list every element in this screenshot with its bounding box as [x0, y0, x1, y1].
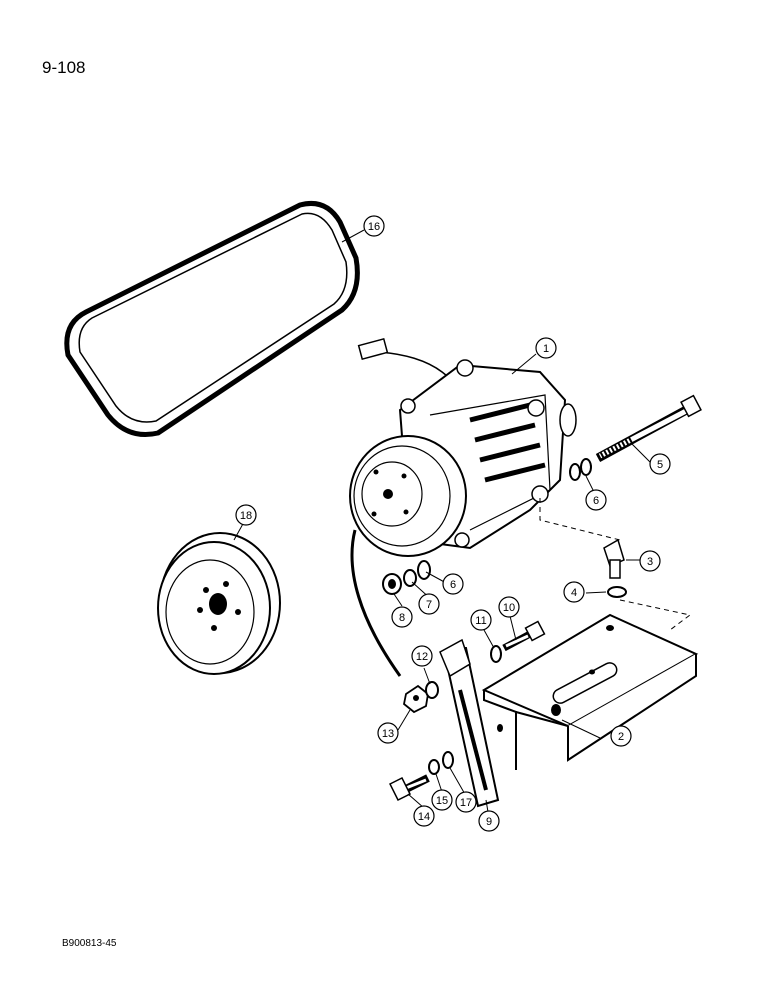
svg-text:3: 3 — [647, 556, 653, 568]
washer — [569, 463, 581, 481]
callout: 18 — [235, 504, 257, 526]
callout: 8 — [391, 606, 413, 628]
callout: 12 — [411, 645, 433, 667]
adjusting-link — [439, 638, 500, 808]
alignment-line — [539, 498, 621, 541]
svg-text:10: 10 — [503, 602, 515, 614]
callout: 14 — [413, 805, 435, 827]
nut — [382, 573, 402, 595]
nut — [403, 684, 429, 714]
compressor-wire — [350, 529, 402, 677]
svg-text:2: 2 — [618, 731, 624, 743]
lock-washer — [428, 759, 440, 775]
callout: 11 — [470, 609, 492, 631]
page-number: 9-108 — [42, 58, 86, 77]
washer — [580, 458, 592, 476]
svg-text:6: 6 — [450, 579, 456, 591]
pulley — [157, 532, 281, 675]
compressor — [349, 337, 577, 557]
leader-lines — [233, 229, 653, 813]
washer — [442, 751, 454, 769]
cap-screw — [603, 538, 625, 579]
callout: 15 — [431, 789, 453, 811]
svg-text:16: 16 — [368, 221, 380, 233]
callout: 7 — [418, 593, 440, 615]
svg-text:4: 4 — [571, 587, 577, 599]
callout: 6 — [585, 489, 607, 511]
figure-id: B900813-45 — [62, 938, 117, 949]
callout: 5 — [649, 453, 671, 475]
svg-text:1: 1 — [543, 343, 549, 355]
svg-text:14: 14 — [418, 811, 430, 823]
cap-screw — [388, 774, 430, 802]
washer — [417, 560, 431, 580]
callout: 17 — [455, 791, 477, 813]
svg-text:11: 11 — [475, 615, 486, 627]
callout: 3 — [639, 550, 661, 572]
washer — [490, 645, 502, 663]
callout: 6 — [442, 573, 464, 595]
svg-text:12: 12 — [416, 651, 428, 663]
drive-belt — [64, 200, 360, 437]
svg-text:6: 6 — [593, 495, 599, 507]
long-bolt — [595, 394, 702, 462]
lock-washer — [607, 586, 627, 598]
svg-text:15: 15 — [436, 795, 448, 807]
svg-text:9: 9 — [486, 816, 492, 828]
svg-text:5: 5 — [657, 459, 663, 471]
mounting-bracket — [481, 613, 699, 770]
svg-text:7: 7 — [426, 599, 432, 611]
cap-screw — [502, 620, 546, 652]
svg-text:8: 8 — [399, 612, 405, 624]
callout: 4 — [563, 581, 585, 603]
callout: 13 — [377, 722, 399, 744]
callout: 9 — [478, 810, 500, 832]
lock-washer — [425, 681, 439, 699]
svg-text:17: 17 — [460, 797, 472, 809]
lock-washer — [403, 569, 417, 587]
callout: 16 — [363, 215, 385, 237]
callout: 2 — [610, 725, 632, 747]
callout: 1 — [535, 337, 557, 359]
svg-text:13: 13 — [382, 728, 394, 740]
svg-text:18: 18 — [240, 510, 252, 522]
callout: 10 — [498, 596, 520, 618]
